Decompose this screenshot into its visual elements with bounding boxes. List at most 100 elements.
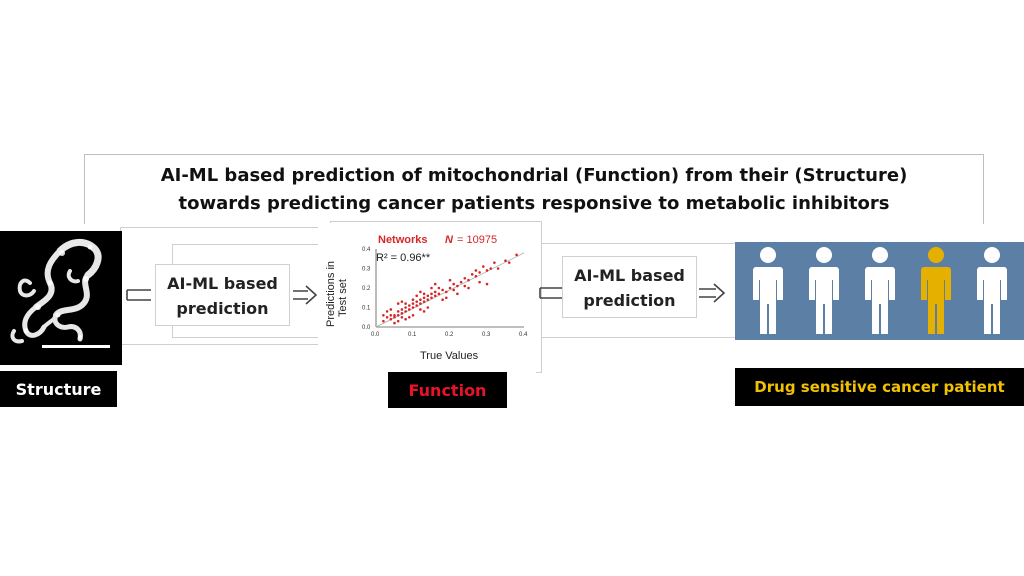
chart-point [445,290,448,294]
chart-point [400,315,404,319]
chart-point [382,319,385,323]
chart-point [470,273,474,276]
chart-point [437,286,441,290]
chart-point [426,294,430,298]
chart-point [404,310,407,313]
chart-point [467,278,470,282]
chart-point [489,267,492,270]
chart-point [452,282,455,286]
chart-y-tick-label: 0.2 [362,286,371,292]
chart-point [389,314,393,317]
chart-point [441,288,444,292]
double-arrow-left-stub-icon [125,288,153,302]
chart-point [485,269,489,272]
chart-point [419,308,422,311]
chart-point [396,310,400,313]
chart-point [441,298,444,301]
scale-bar [42,345,110,348]
chart-point [478,280,481,284]
chart-point [467,286,470,290]
chart-point [396,302,400,305]
chart-point [408,304,411,307]
chart-point [456,284,459,288]
chart-point [456,292,459,296]
chart-point [389,308,393,311]
chart-point [382,314,385,317]
chart-point [404,306,407,309]
chart-point [411,298,415,301]
structure-label: Structure [0,371,117,407]
chart-point [463,284,467,288]
function-label: Function [388,372,507,408]
chart-point [389,317,393,321]
chart-title-main: Networks [378,234,428,246]
ml-step-2-box: AI-ML based prediction [562,256,697,318]
chart-point [496,267,500,270]
title-line-1: AI-ML based prediction of mitochondrial … [160,165,908,186]
chart-point [426,298,430,301]
chart-point [430,292,433,296]
chart-point [385,315,389,319]
chart-point [445,296,448,300]
chart-ylabel-line-2: Test set [337,279,349,317]
chart-xlabel: True Values [420,350,479,362]
chart-point [448,286,452,290]
chart-point [393,314,396,317]
chart-point [385,310,389,313]
chart-point [419,302,422,305]
ml-step-1-line-1: AI-ML based [167,274,278,293]
chart-point [463,276,467,280]
person-icon [753,247,783,334]
scatter-chart: Networks N = 10975 R² = 0.96** Predictio… [325,234,528,362]
chart-point [400,312,404,315]
person-icon [865,247,895,334]
chart-panel: Networks N = 10975 R² = 0.96** Predictio… [318,223,536,373]
title-box: AI-ML based prediction of mitochondrial … [84,154,984,224]
title-line-2: towards predicting cancer patients respo… [178,193,890,214]
chart-point [422,310,426,313]
chart-point [422,292,426,296]
chart-point [478,271,481,274]
double-arrow-left-stub-icon-2 [538,286,564,300]
chart-y-tick-label: 0.4 [362,247,371,253]
chart-point [474,269,478,272]
mitochondria-structure-image [0,231,122,365]
chart-point [419,290,422,294]
chart-point [422,300,426,303]
chart-point [400,300,404,303]
chart-point [485,282,489,286]
chart-x-tick-label: 0.1 [408,332,417,338]
chart-point [411,314,415,317]
chart-point [515,253,518,257]
chart-annotation: R² = 0.96** [376,252,431,264]
ml-step-2-line-1: AI-ML based [574,266,685,285]
chart-title-n-symbol: N [445,234,454,246]
ml-step-1-box: AI-ML based prediction [155,264,290,326]
chart-point [400,308,404,311]
chart-point [507,261,511,264]
chart-point [415,294,418,298]
double-arrow-right-icon-2 [698,282,726,304]
chart-point [396,314,400,317]
chart-point [411,302,415,305]
chart-fit-line [375,252,525,328]
chart-point [404,302,407,305]
chart-y-tick-label: 0.0 [362,325,371,331]
patients-panel [735,242,1024,340]
chart-point [474,275,478,278]
chart-point [433,290,437,294]
chart-point [415,304,418,307]
chart-point [459,280,463,284]
chart-point [448,278,452,282]
chart-title-n-value: = 10975 [457,234,497,246]
chart-point [426,306,430,309]
person-icon [921,247,951,334]
chart-point [422,296,426,300]
chart-x-tick-label: 0.3 [482,332,491,338]
chart-point [415,300,418,303]
chart-point [433,282,437,286]
chart-point [408,308,411,311]
double-arrow-right-icon-1 [292,284,318,306]
person-icon [809,247,839,334]
chart-point [433,294,437,298]
